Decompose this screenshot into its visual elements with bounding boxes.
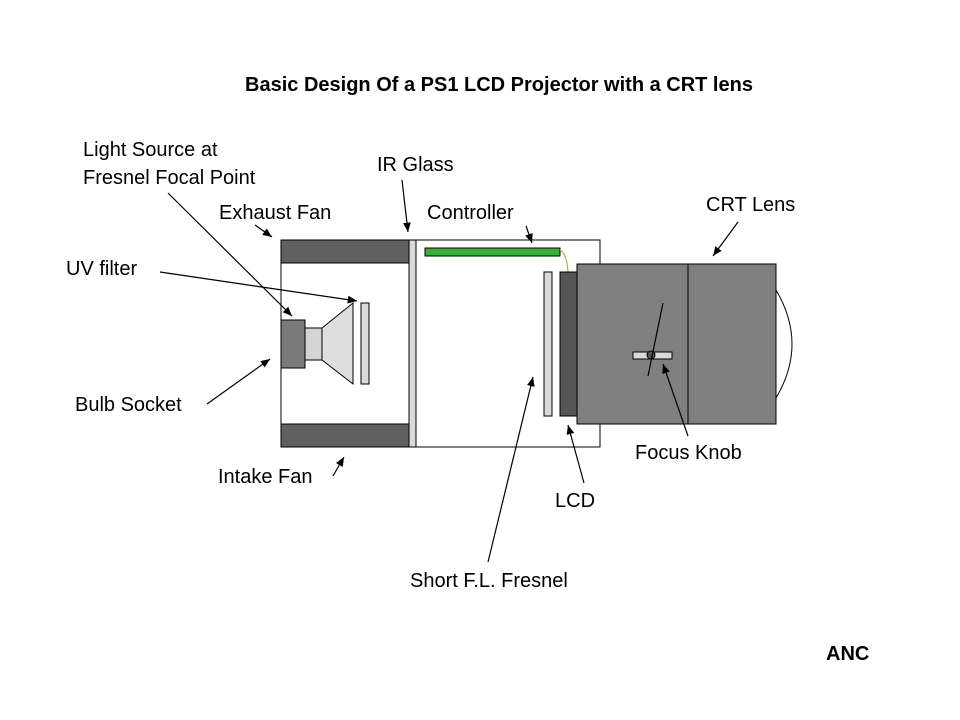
controller-wire [559, 249, 569, 273]
arrowhead [403, 222, 411, 232]
leader-uv-filter [159, 271, 358, 302]
intake-fan [280, 423, 410, 448]
lcd-panel [559, 271, 578, 417]
label-short-fl-fresnel: Short F.L. Fresnel [410, 570, 568, 592]
arrowhead [260, 359, 270, 368]
leader-light-source [167, 192, 293, 317]
label-bulb-socket: Bulb Socket [75, 394, 182, 416]
leader-focus-knob [662, 363, 689, 437]
arrowhead [566, 425, 575, 435]
exhaust-fan [280, 239, 410, 264]
label-lcd: LCD [555, 490, 595, 512]
bulb-socket [280, 319, 306, 369]
arrowheads [260, 222, 722, 467]
crt-lens-rear [576, 263, 689, 425]
arrowhead [347, 295, 357, 304]
reflector [321, 301, 354, 386]
bulb-neck [304, 327, 323, 361]
label-controller: Controller [427, 202, 514, 224]
leader-bulb-socket [206, 358, 271, 405]
label-focus-knob: Focus Knob [635, 442, 742, 464]
label-ir-glass: IR Glass [377, 154, 454, 176]
diagram-title: Basic Design Of a PS1 LCD Projector with… [245, 74, 753, 96]
label-uv-filter: UV filter [66, 258, 137, 280]
focus-knob-stem [647, 302, 664, 377]
arrowhead [525, 233, 533, 243]
crt-lens-front [687, 263, 777, 425]
label-light-source-line2: Fresnel Focal Point [83, 167, 256, 189]
arrowhead [282, 306, 292, 316]
arrowhead [262, 228, 272, 237]
arrowhead [713, 246, 722, 256]
label-exhaust-fan: Exhaust Fan [219, 202, 331, 224]
crt-lens-dome [775, 289, 793, 399]
label-crt-lens: CRT Lens [706, 194, 795, 216]
arrowhead [336, 457, 344, 467]
label-intake-fan: Intake Fan [218, 466, 313, 488]
author-signature: ANC [826, 643, 869, 665]
arrowhead [662, 364, 670, 374]
label-light-source-line1: Light Source at [83, 139, 218, 161]
leader-lcd [567, 424, 585, 484]
fresnel-lens [543, 271, 553, 417]
controller-board [424, 247, 561, 257]
leader-fresnel [487, 376, 534, 563]
uv-filter [360, 302, 370, 385]
focus-knob-hub [646, 350, 656, 360]
arrowhead [527, 377, 535, 387]
ir-glass [408, 239, 417, 448]
